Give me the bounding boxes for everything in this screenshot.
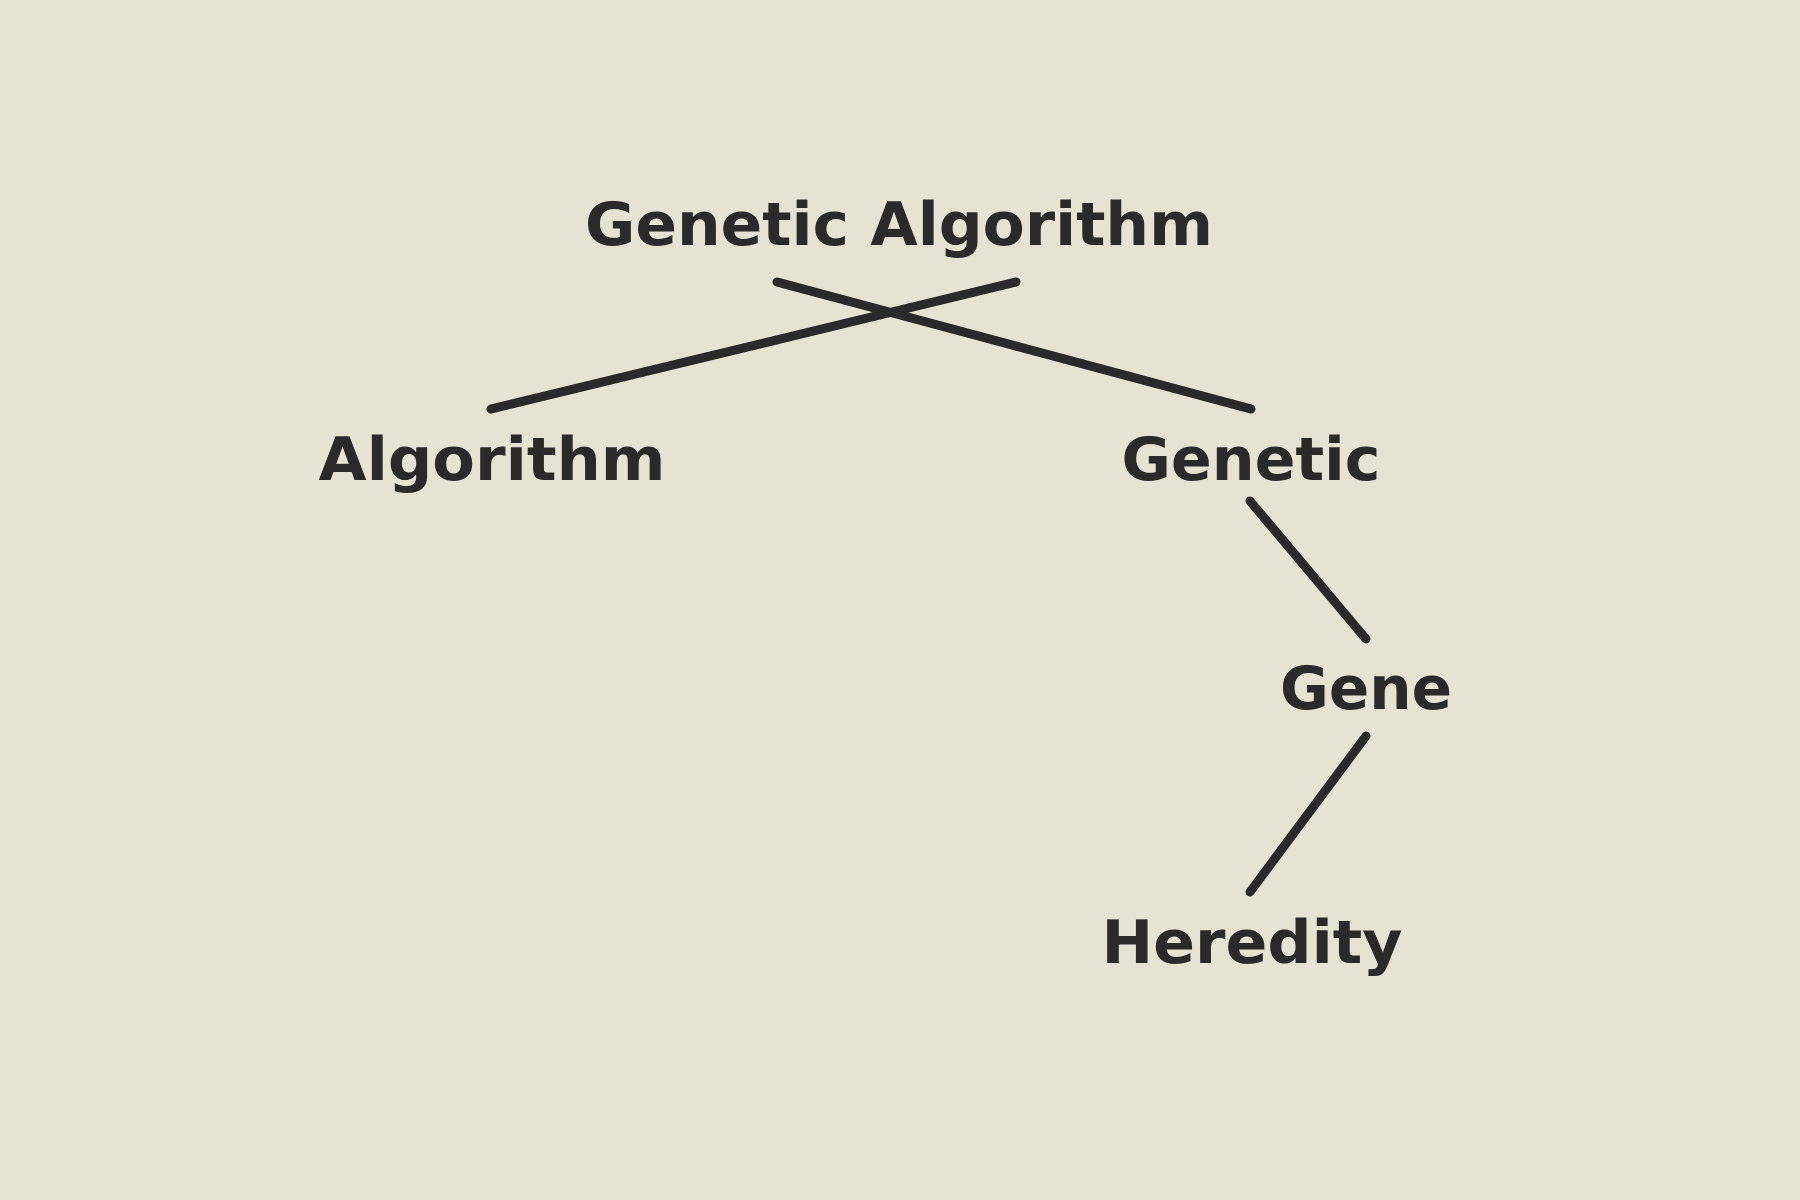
edge-root-algorithm bbox=[486, 277, 1021, 414]
node-genetic: Genetic bbox=[1122, 425, 1381, 495]
node-heredity: Heredity bbox=[1102, 908, 1403, 978]
node-algorithm: Algorithm bbox=[319, 425, 666, 495]
edge-genetic-gene bbox=[1245, 496, 1371, 644]
node-genetic-algorithm: Genetic Algorithm bbox=[585, 190, 1213, 260]
node-gene: Gene bbox=[1280, 654, 1452, 724]
edge-gene-heredity bbox=[1245, 731, 1371, 897]
edge-root-genetic bbox=[772, 277, 1256, 414]
